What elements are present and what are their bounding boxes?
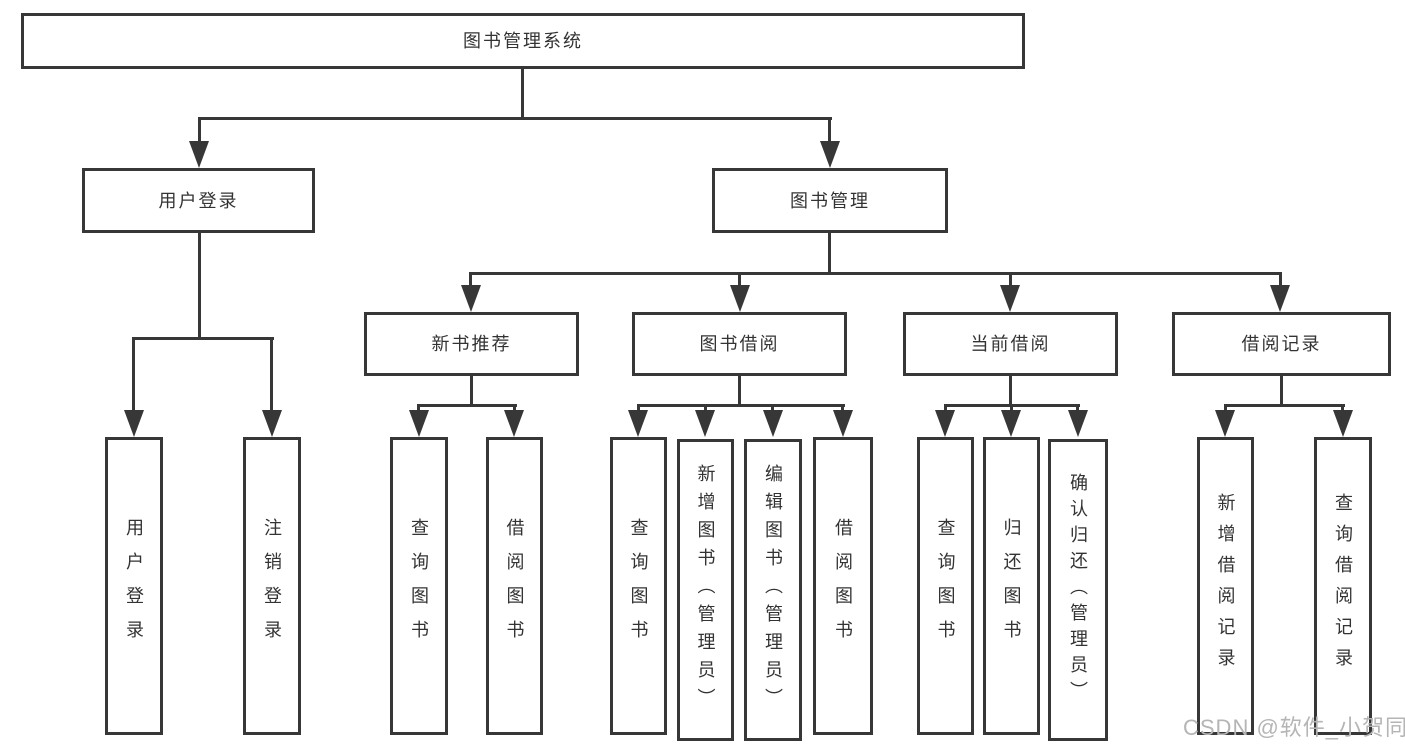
connector-line (470, 272, 1282, 275)
connector-line (1009, 272, 1012, 292)
connector-line (1224, 404, 1345, 407)
node-book-borrow: 图书借阅 (632, 312, 847, 376)
arrow-down-icon (935, 410, 955, 437)
arrow-down-icon (262, 410, 282, 437)
arrow-down-icon (695, 410, 715, 437)
connector-line (198, 117, 201, 147)
arrow-down-icon (1333, 410, 1353, 437)
connector-line (198, 117, 832, 120)
leaf-query-borrow-record: 查询借阅记录 (1314, 437, 1372, 735)
connector-line (1009, 374, 1012, 407)
connector-line (470, 374, 473, 407)
connector-line (198, 231, 201, 340)
leaf-borrow-books-recommend: 借阅图书 (486, 437, 543, 735)
leaf-add-books-admin: 新增图书（管理员） (677, 439, 734, 741)
leaf-borrow-books: 借阅图书 (813, 437, 873, 735)
connector-line (828, 117, 831, 147)
arrow-down-icon (730, 285, 750, 312)
connector-line (1279, 272, 1282, 292)
arrow-down-icon (763, 410, 783, 437)
arrow-down-icon (1068, 410, 1088, 437)
leaf-user-login: 用户登录 (105, 437, 163, 735)
arrow-down-icon (820, 141, 840, 168)
node-library-system: 图书管理系统 (21, 13, 1025, 69)
arrow-down-icon (1001, 410, 1021, 437)
connector-line (637, 404, 845, 407)
leaf-add-borrow-record: 新增借阅记录 (1197, 437, 1254, 735)
connector-line (417, 404, 517, 407)
arrow-down-icon (1000, 285, 1020, 312)
node-borrow-records: 借阅记录 (1172, 312, 1391, 376)
connector-line (469, 272, 472, 292)
arrow-down-icon (189, 141, 209, 168)
connector-line (738, 272, 741, 292)
leaf-query-books-current: 查询图书 (917, 437, 974, 735)
arrow-down-icon (1270, 285, 1290, 312)
node-book-management: 图书管理 (712, 168, 948, 233)
connector-line (738, 374, 741, 407)
leaf-edit-books-admin: 编辑图书（管理员） (744, 439, 802, 741)
arrow-down-icon (628, 410, 648, 437)
node-new-book-recommend: 新书推荐 (364, 312, 579, 376)
connector-line (521, 66, 524, 120)
arrow-down-icon (1215, 410, 1235, 437)
arrow-down-icon (504, 410, 524, 437)
connector-line (132, 337, 274, 340)
leaf-logout: 注销登录 (243, 437, 301, 735)
watermark-text: CSDN @软件_小贺同学 (1183, 715, 1405, 740)
arrow-down-icon (409, 410, 429, 437)
arrow-down-icon (461, 285, 481, 312)
connector-line (1280, 374, 1283, 407)
leaf-confirm-return-admin: 确认归还（管理员） (1048, 439, 1108, 741)
arrow-down-icon (124, 410, 144, 437)
leaf-query-books-borrow: 查询图书 (610, 437, 667, 735)
arrow-down-icon (833, 410, 853, 437)
connector-line (828, 231, 831, 275)
node-user-login: 用户登录 (82, 168, 315, 233)
connector-line (270, 337, 273, 415)
node-current-borrow: 当前借阅 (903, 312, 1118, 376)
connector-line (132, 337, 135, 415)
leaf-return-books: 归还图书 (983, 437, 1040, 735)
leaf-query-books-recommend: 查询图书 (390, 437, 448, 735)
